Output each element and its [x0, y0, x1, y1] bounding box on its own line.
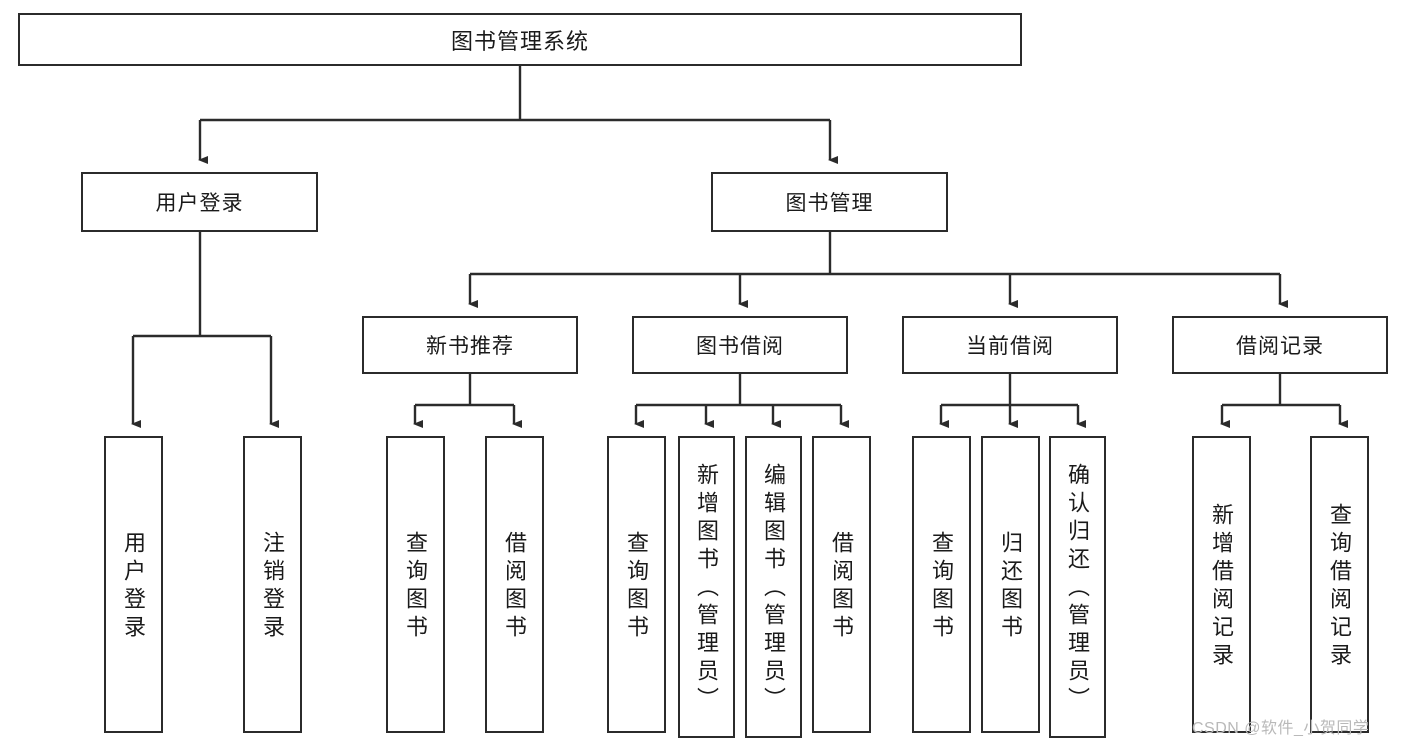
node-leaf-return-book[interactable]: 归还图书 — [981, 436, 1040, 733]
node-leaf-return-book-label: 归还图书 — [998, 530, 1024, 643]
node-leaf-borrow-book-1[interactable]: 借阅图书 — [485, 436, 544, 733]
node-leaf-query-book-1-label: 查询图书 — [403, 530, 429, 643]
node-leaf-confirm-return-label: 确认归还（管理员） — [1065, 463, 1091, 715]
node-book-manage[interactable]: 图书管理 — [711, 172, 948, 232]
node-leaf-edit-book[interactable]: 编辑图书（管理员） — [745, 436, 802, 738]
node-book-borrow[interactable]: 图书借阅 — [632, 316, 848, 374]
node-leaf-add-record-label: 新增借阅记录 — [1209, 502, 1235, 671]
node-leaf-add-book[interactable]: 新增图书（管理员） — [678, 436, 735, 738]
node-leaf-edit-book-label: 编辑图书（管理员） — [761, 463, 787, 715]
node-leaf-query-book-2-label: 查询图书 — [624, 530, 650, 643]
node-leaf-logout[interactable]: 注销登录 — [243, 436, 302, 733]
node-leaf-query-record-label: 查询借阅记录 — [1327, 502, 1353, 671]
node-leaf-add-book-label: 新增图书（管理员） — [694, 463, 720, 715]
node-leaf-query-book-3-label: 查询图书 — [929, 530, 955, 643]
node-current-borrow[interactable]: 当前借阅 — [902, 316, 1118, 374]
watermark: CSDN @软件_小贺同学 — [1192, 720, 1370, 737]
node-leaf-add-record[interactable]: 新增借阅记录 — [1192, 436, 1251, 733]
node-leaf-user-login-label: 用户登录 — [121, 530, 147, 643]
node-root[interactable]: 图书管理系统 — [18, 13, 1022, 66]
node-leaf-borrow-book-2-label: 借阅图书 — [829, 530, 855, 643]
node-new-book-rec[interactable]: 新书推荐 — [362, 316, 578, 374]
node-leaf-query-book-1[interactable]: 查询图书 — [386, 436, 445, 733]
node-new-book-rec-label: 新书推荐 — [426, 335, 514, 358]
node-root-label: 图书管理系统 — [450, 28, 589, 54]
node-leaf-user-login[interactable]: 用户登录 — [104, 436, 163, 733]
node-borrow-record[interactable]: 借阅记录 — [1172, 316, 1388, 374]
node-user-login-label: 用户登录 — [155, 192, 244, 215]
node-leaf-borrow-book-1-label: 借阅图书 — [502, 530, 528, 643]
node-leaf-logout-label: 注销登录 — [260, 530, 286, 643]
node-user-login[interactable]: 用户登录 — [81, 172, 318, 232]
node-leaf-query-book-2[interactable]: 查询图书 — [607, 436, 666, 733]
node-borrow-record-label: 借阅记录 — [1236, 335, 1324, 358]
node-current-borrow-label: 当前借阅 — [966, 335, 1054, 358]
node-leaf-query-book-3[interactable]: 查询图书 — [912, 436, 971, 733]
node-book-borrow-label: 图书借阅 — [696, 335, 784, 358]
node-book-manage-label: 图书管理 — [785, 192, 874, 215]
node-leaf-borrow-book-2[interactable]: 借阅图书 — [812, 436, 871, 733]
node-leaf-confirm-return[interactable]: 确认归还（管理员） — [1049, 436, 1106, 738]
node-leaf-query-record[interactable]: 查询借阅记录 — [1310, 436, 1369, 733]
